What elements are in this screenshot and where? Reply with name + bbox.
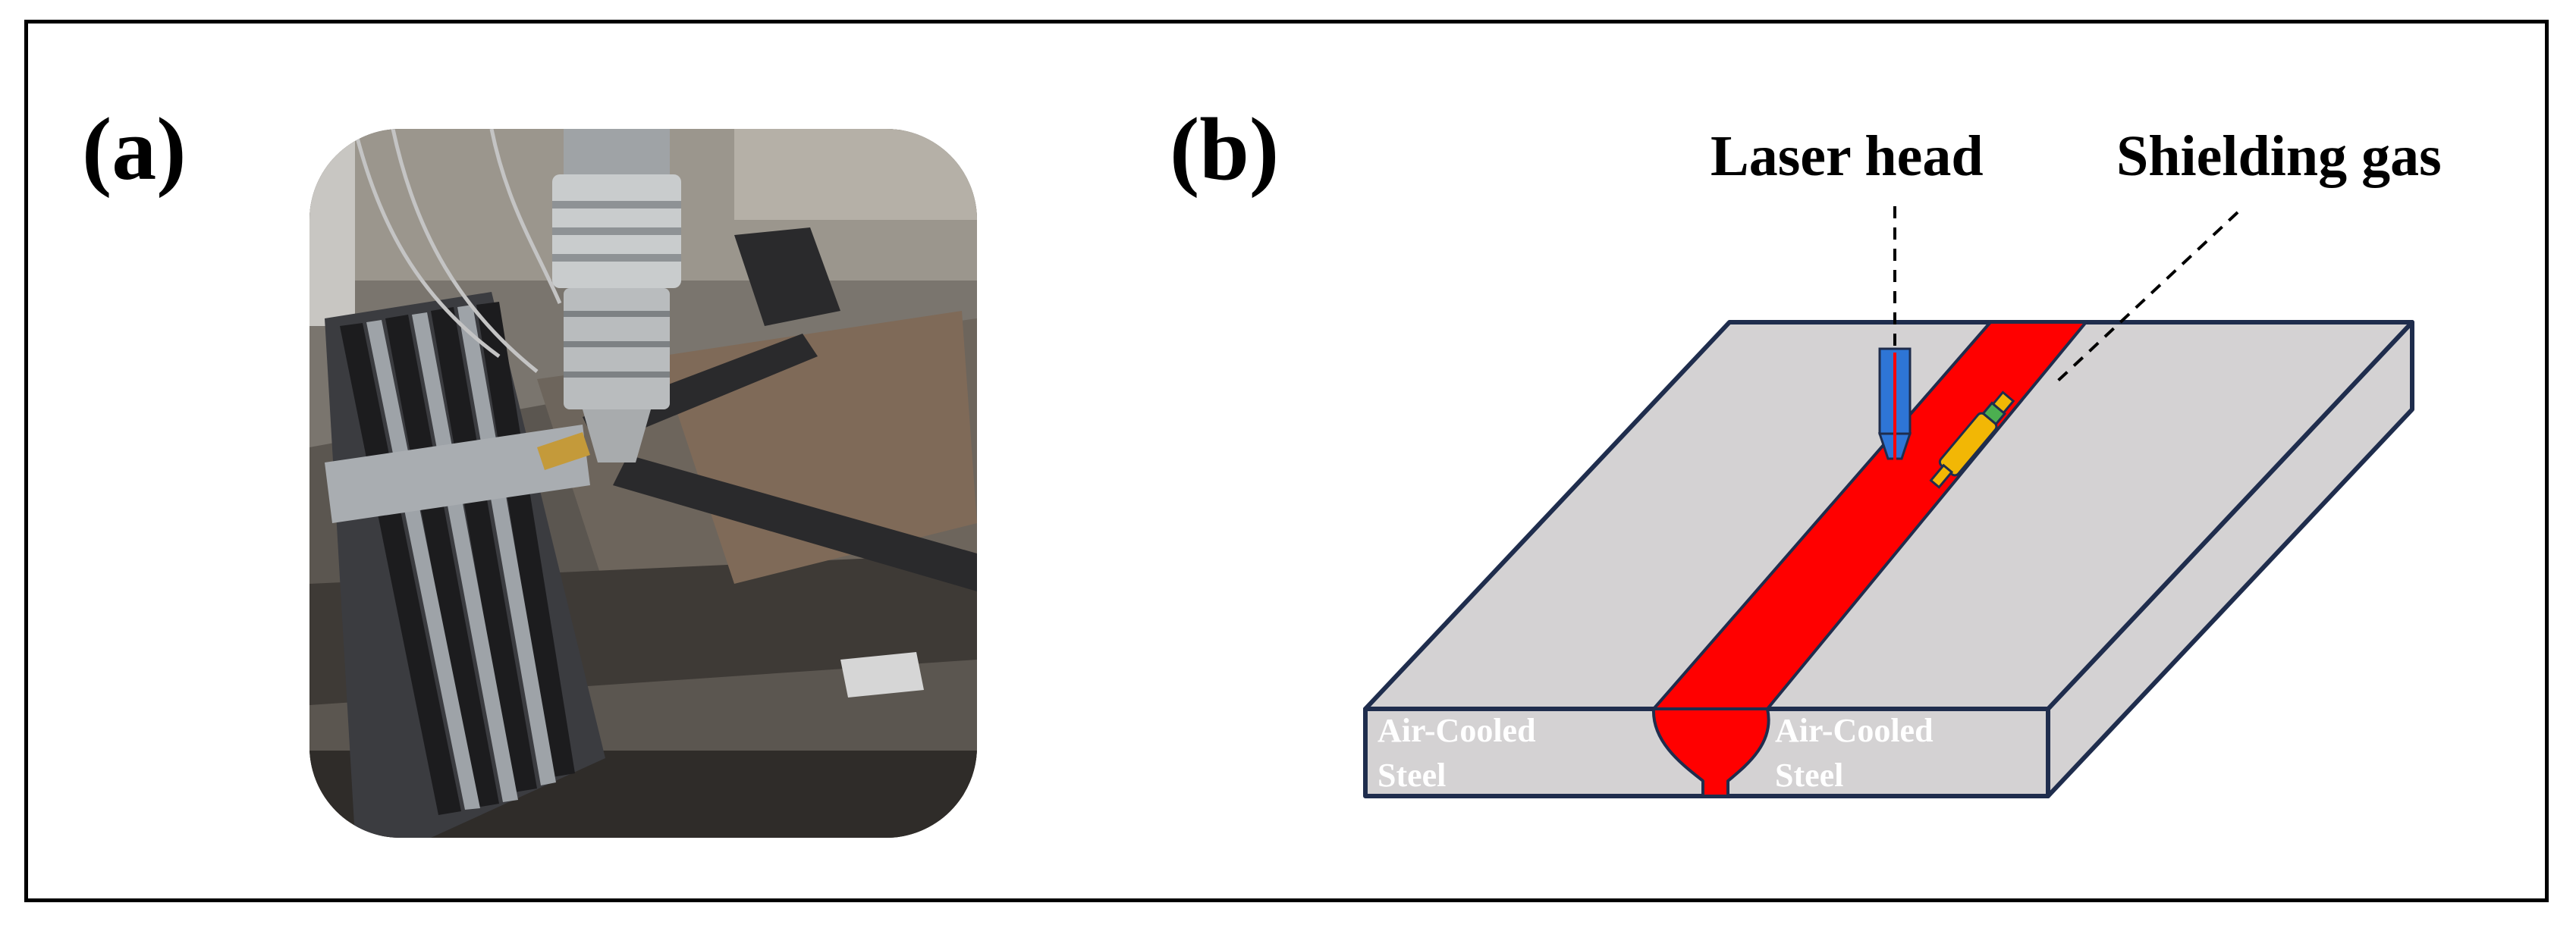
panel-label-a: (a) [82, 99, 187, 199]
steel-label-right: Air-Cooled Steel [1775, 708, 1942, 798]
laser-nozzle-icon [1877, 347, 1912, 485]
panel-label-b: (b) [1170, 99, 1280, 199]
steel-label-right-line-2: Steel [1775, 757, 1844, 795]
weld-schematic [1363, 206, 2414, 798]
steel-label-right-line-1: Air-Cooled [1775, 712, 1934, 749]
steel-label-left: Air-Cooled Steel [1378, 708, 1544, 798]
gas-nozzle-icon [1929, 390, 2015, 489]
steel-label-left-line-2: Steel [1378, 757, 1447, 795]
steel-label-left-line-1: Air-Cooled [1378, 712, 1536, 749]
weld-cross-section [1651, 707, 1770, 798]
shielding-gas-label: Shielding gas [2116, 124, 2442, 188]
welding-setup-photo [309, 129, 977, 838]
laser-head-label: Laser head [1711, 124, 1984, 188]
